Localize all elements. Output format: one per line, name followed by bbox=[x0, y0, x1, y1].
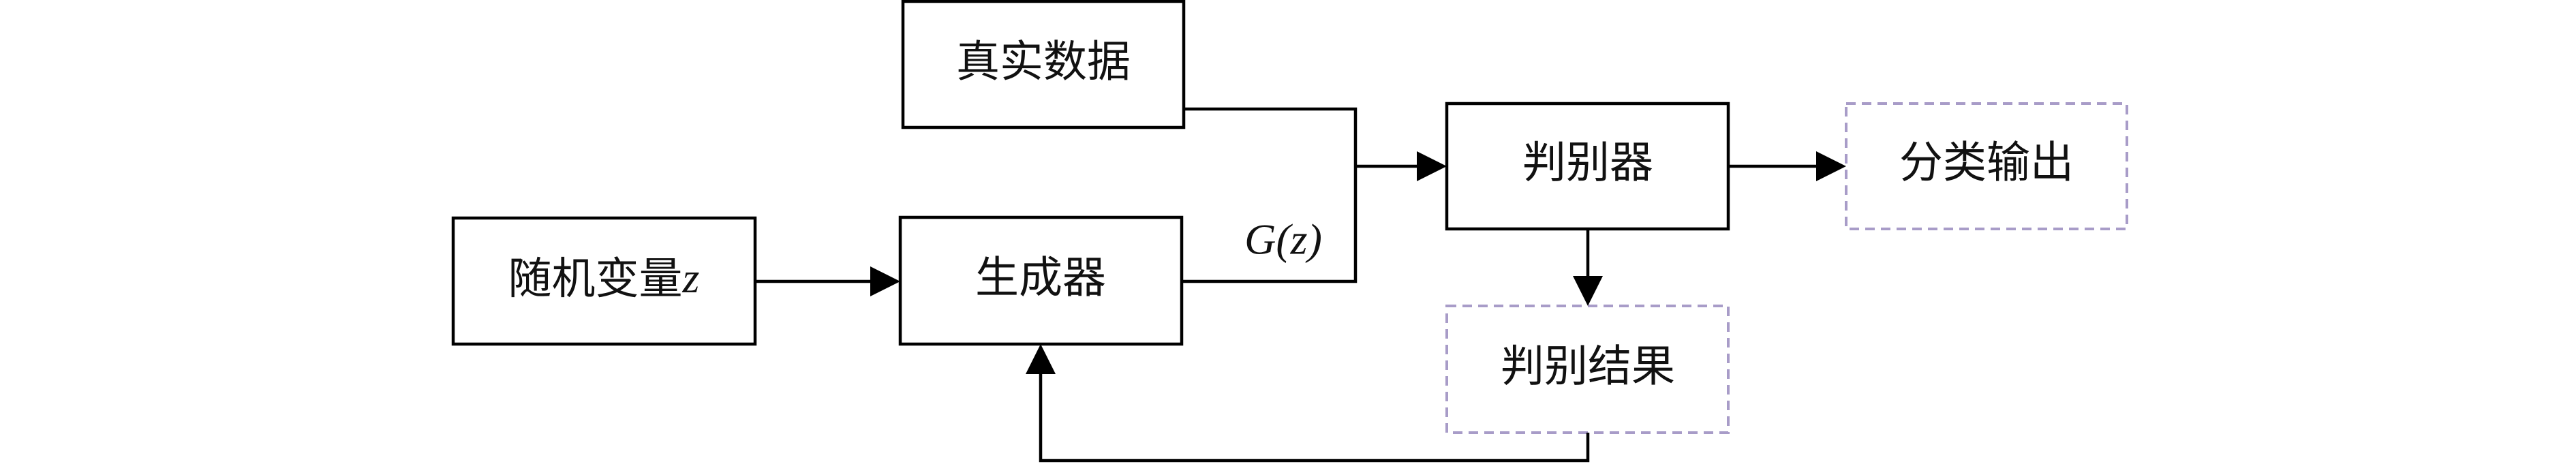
discrimination-result-node: 判别结果 bbox=[1445, 305, 1730, 434]
generator-output-label: G(z) bbox=[1244, 215, 1322, 264]
real-data-box bbox=[901, 0, 1186, 129]
classification-output-box bbox=[1845, 102, 2128, 230]
arrowhead-into-output bbox=[1816, 151, 1846, 181]
edge-feedback-to-generator bbox=[1026, 344, 1590, 463]
edge-discriminator-to-result bbox=[1573, 229, 1603, 306]
random-variable-symbol: z bbox=[682, 253, 700, 302]
discriminator-node: 判别器 bbox=[1445, 102, 1730, 231]
arrowhead-into-generator bbox=[870, 266, 900, 296]
generator-label: 生成器 bbox=[975, 253, 1106, 304]
random-variable-node: 随机变量z bbox=[451, 216, 757, 346]
edge-generator-to-merge: G(z) bbox=[1182, 166, 1358, 283]
edge-random-to-generator bbox=[755, 266, 900, 296]
random-variable-text: 随机变量z bbox=[508, 253, 700, 305]
discriminator-label: 判别器 bbox=[1522, 138, 1653, 189]
generator-box bbox=[898, 215, 1184, 346]
edge-merge-to-discriminator bbox=[1355, 151, 1447, 181]
classification-output-label: 分类输出 bbox=[1899, 138, 2074, 189]
random-variable-box bbox=[451, 216, 757, 346]
edge-discriminator-to-output bbox=[1728, 151, 1846, 181]
generator-node: 生成器 bbox=[898, 215, 1184, 346]
edge-feedback-to-generator-line bbox=[1039, 372, 1590, 463]
random-variable-label: 随机变量 bbox=[508, 254, 683, 305]
real-data-label: 真实数据 bbox=[956, 37, 1131, 88]
classification-output-node: 分类输出 bbox=[1845, 102, 2128, 230]
discrimination-result-label: 判别结果 bbox=[1501, 342, 1675, 392]
arrowhead-into-result bbox=[1573, 276, 1603, 306]
edge-real-data-to-merge bbox=[1184, 107, 1358, 166]
arrowhead-into-discriminator bbox=[1417, 151, 1447, 181]
arrowhead-feedback-into-generator bbox=[1026, 344, 1056, 374]
real-data-node: 真实数据 bbox=[901, 0, 1186, 129]
edge-generator-to-merge-line bbox=[1182, 166, 1358, 283]
